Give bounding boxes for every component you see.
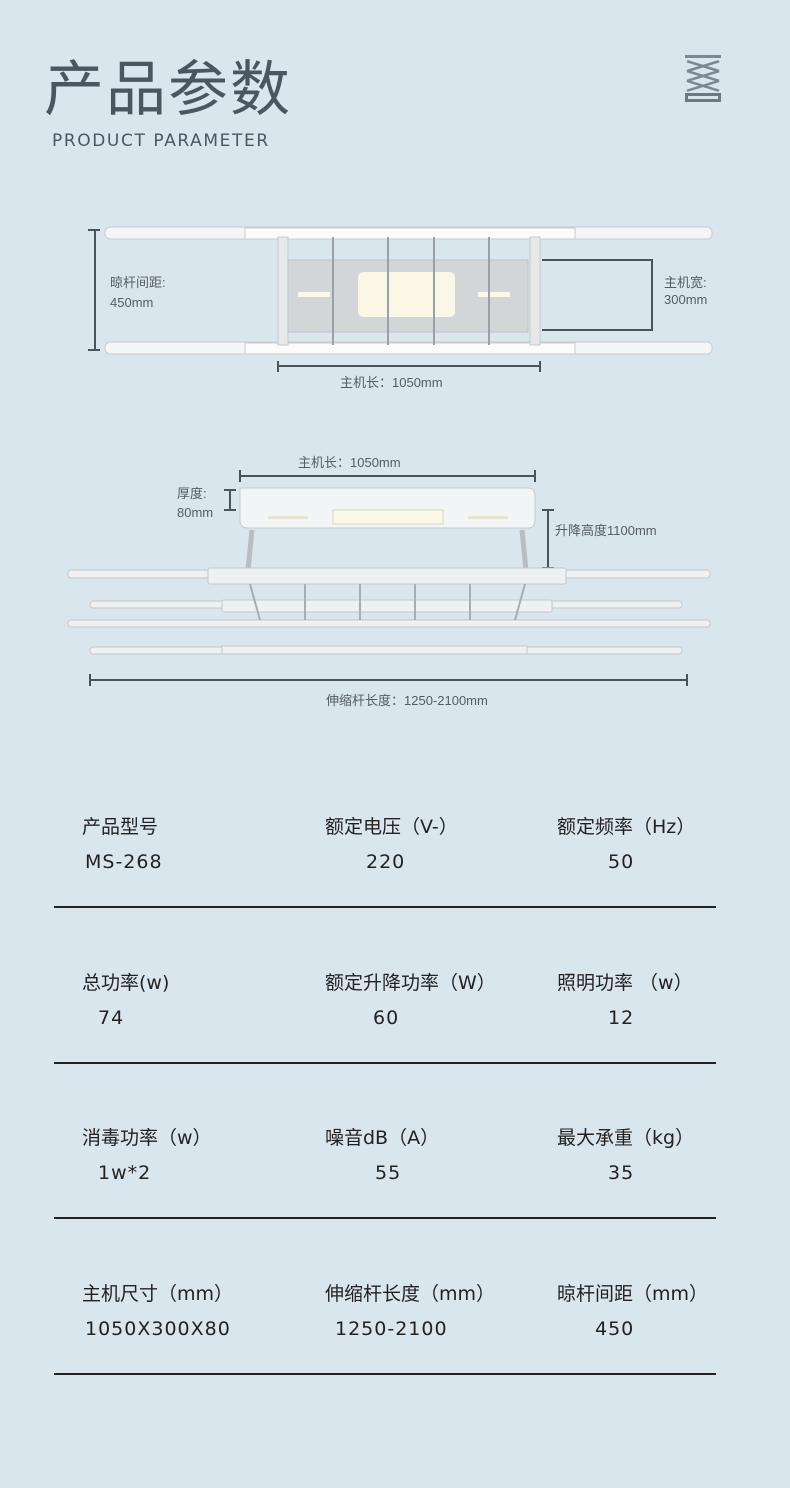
side-view-diagram: 主机长：1050mm 厚度: 80mm 升降高度1100mm 伸缩杆长度：125… xyxy=(67,455,711,708)
spec-cell: 额定电压（V-） 220 xyxy=(325,812,458,873)
rod-length-label: 伸缩杆长度：1250-2100mm xyxy=(326,693,488,708)
spec-label: 额定电压（V-） xyxy=(325,816,458,838)
spec-label: 照明功率 （w） xyxy=(557,971,693,994)
spec-value: 1250-2100 xyxy=(335,1317,448,1340)
page-title: 产品参数 xyxy=(44,55,292,125)
spec-value: 35 xyxy=(608,1162,635,1184)
spec-label: 晾杆间距（mm） xyxy=(557,1282,709,1305)
row-divider xyxy=(54,906,716,908)
spec-cell: 额定频率（Hz） 50 xyxy=(557,812,695,873)
top-view-diagram: 晾杆间距: 450mm 主机宽: 300mm 主机长：1050mm xyxy=(88,226,713,390)
spec-value: 74 xyxy=(98,1006,125,1029)
spec-cell: 照明功率 （w） 12 xyxy=(557,968,693,1029)
main-unit xyxy=(239,487,536,529)
spec-cell: 主机尺寸（mm） 1050X300X80 xyxy=(82,1279,233,1340)
spec-cell: 消毒功率（w） 1w*2 xyxy=(82,1123,212,1184)
spec-label: 主机尺寸（mm） xyxy=(82,1282,234,1305)
page-subtitle: PRODUCT PARAMETER xyxy=(52,131,270,151)
side-length-label: 主机长：1050mm xyxy=(298,455,401,470)
unit-width-value: 300mm xyxy=(664,292,707,307)
rail-spacing-label: 晾杆间距: xyxy=(110,275,166,290)
spec-cell: 总功率(w) 74 xyxy=(82,968,169,1029)
spec-label: 伸缩杆长度（mm） xyxy=(325,1282,496,1305)
spec-value: 50 xyxy=(608,851,635,873)
light-panel xyxy=(358,272,455,317)
spec-row: 主机尺寸（mm） 1050X300X80 伸缩杆长度（mm） 1250-2100 晾杆间… xyxy=(0,1279,790,1434)
spec-value: 55 xyxy=(375,1162,402,1184)
spec-row: 消毒功率（w） 1w*2 噪音dB（A） 55 最大承重（kg） 35 xyxy=(0,1123,790,1278)
rails xyxy=(104,226,713,355)
lift-height-label: 升降高度1100mm xyxy=(555,523,657,538)
spec-value: 220 xyxy=(366,851,406,873)
unit-width-label: 主机宽: xyxy=(664,275,707,290)
spec-cell: 额定升降功率（W） 60 xyxy=(325,968,496,1029)
spec-value: 450 xyxy=(595,1317,635,1340)
spec-label: 最大承重（kg） xyxy=(557,1127,695,1149)
spec-label: 产品型号 xyxy=(82,816,159,838)
spec-label: 额定升降功率（W） xyxy=(325,971,496,994)
spec-label: 噪音dB（A） xyxy=(325,1127,440,1149)
spec-value: MS-268 xyxy=(85,851,163,873)
spec-cell: 晾杆间距（mm） 450 xyxy=(557,1279,708,1340)
row-divider xyxy=(54,1061,716,1064)
spec-cell: 产品型号 MS-268 xyxy=(82,812,163,873)
spec-value: 1050X300X80 xyxy=(85,1317,231,1340)
thickness-value: 80mm xyxy=(177,505,213,520)
spec-cell: 伸缩杆长度（mm） 1250-2100 xyxy=(325,1279,495,1340)
spec-label: 额定频率（Hz） xyxy=(557,816,696,838)
spec-row: 总功率(w) 74 额定升降功率（W） 60 照明功率 （w） 12 xyxy=(0,968,790,1123)
rail-spacing-value: 450mm xyxy=(110,295,153,310)
unit-length-label: 主机长：1050mm xyxy=(340,375,443,390)
spec-label: 总功率(w) xyxy=(82,971,170,994)
spec-value: 1w*2 xyxy=(98,1162,152,1184)
spec-cell: 噪音dB（A） 55 xyxy=(325,1123,439,1184)
thickness-label: 厚度: xyxy=(177,486,207,501)
row-divider xyxy=(54,1217,716,1219)
spec-row: 产品型号 MS-268 额定电压（V-） 220 额定频率（Hz） 50 xyxy=(0,812,790,967)
spec-label: 消毒功率（w） xyxy=(82,1127,212,1149)
scissor-lift-icon xyxy=(685,55,721,102)
row-divider xyxy=(54,1372,716,1375)
spec-value: 12 xyxy=(608,1006,635,1029)
spec-value: 60 xyxy=(373,1006,400,1029)
spec-cell: 最大承重（kg） 35 xyxy=(557,1123,694,1184)
